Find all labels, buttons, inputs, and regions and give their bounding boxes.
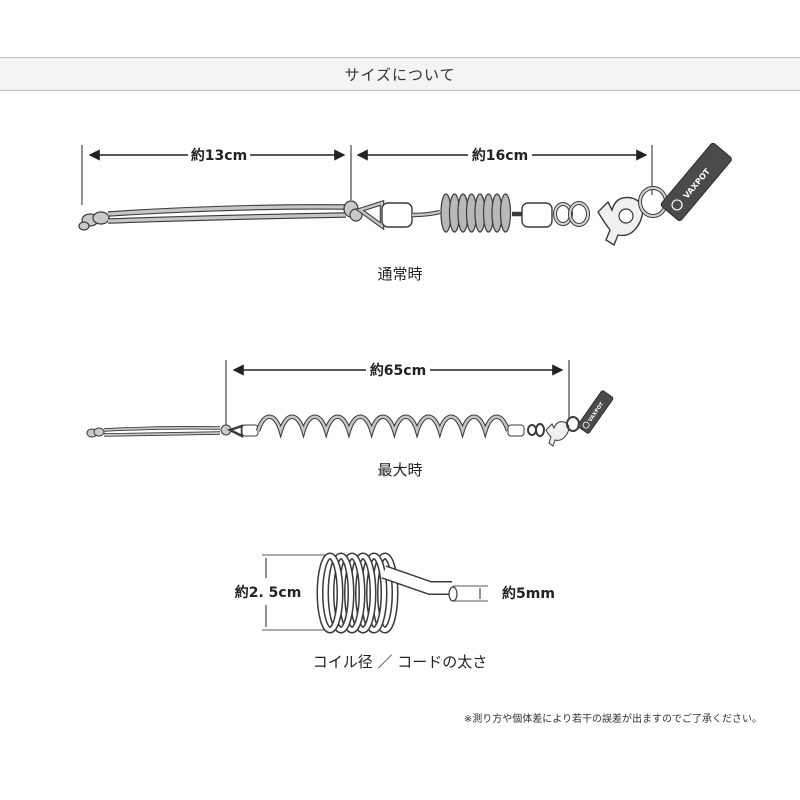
knot-end bbox=[78, 211, 110, 231]
dim-label-65cm: 約65cm bbox=[370, 362, 426, 379]
lobster-clasp-max bbox=[545, 421, 570, 447]
brand-logo-icon bbox=[671, 199, 683, 211]
coil-caption: コイル径 ／ コードの太さ bbox=[313, 653, 488, 671]
end-cap-right bbox=[521, 202, 553, 228]
dim-label-13cm: 約13cm bbox=[191, 147, 247, 164]
max-state-diagram: 約65cm VAXPOT 最大時 bbox=[86, 360, 614, 479]
coil-compressed bbox=[440, 193, 512, 233]
coil-closeup-loop-inner bbox=[318, 554, 342, 632]
end-cap-max-right bbox=[507, 424, 525, 437]
key-ring-max bbox=[566, 416, 580, 432]
coil-closeup bbox=[316, 552, 399, 634]
max-state-label: 最大時 bbox=[377, 461, 422, 479]
coil-diameter-label: 約2. 5cm bbox=[235, 584, 302, 601]
brand-tag: VAXPOT bbox=[660, 142, 732, 221]
brand-logo-icon-max bbox=[582, 421, 590, 429]
dim-label-16cm: 約16cm bbox=[472, 147, 528, 164]
disclaimer-footnote: ※測り方や個体差により若干の誤差が出ますのでご了承ください。 bbox=[463, 714, 762, 725]
normal-state-label: 通常時 bbox=[377, 265, 422, 283]
coil-loop bbox=[499, 193, 512, 233]
section-header: サイズについて bbox=[0, 57, 800, 91]
coil-detail-diagram: 約2. 5cm 約5mm コイル径 ／ コードの太さ bbox=[235, 552, 555, 671]
cord-cross-section bbox=[448, 586, 458, 602]
end-cap-left bbox=[381, 202, 413, 228]
lobster-clasp bbox=[597, 196, 644, 247]
cord-thickness-label: 約5mm bbox=[502, 585, 555, 602]
coil-closeup-loop-inner bbox=[329, 554, 353, 632]
end-cap-max-left bbox=[241, 424, 259, 437]
brand-tag-max: VAXPOT bbox=[577, 390, 614, 434]
section-title: サイズについて bbox=[344, 65, 456, 84]
normal-state-diagram: 約13cm 約16cm bbox=[78, 142, 732, 283]
